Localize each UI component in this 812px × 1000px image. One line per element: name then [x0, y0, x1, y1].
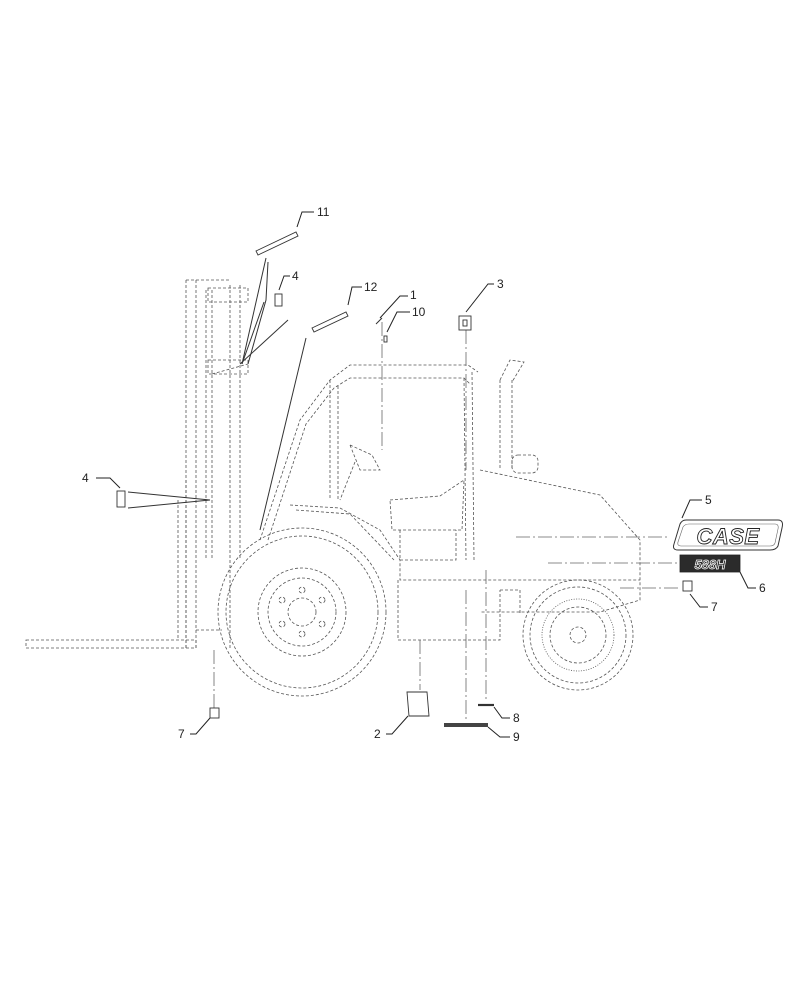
callout-7-right: 7	[711, 600, 718, 614]
decal-1	[375, 317, 383, 325]
decals: CASE 588H	[116, 231, 783, 727]
callout-2: 2	[374, 727, 381, 741]
callout-leaders	[96, 211, 756, 738]
decal-2	[406, 691, 430, 717]
decal-5-case-logo: CASE	[673, 519, 783, 551]
model-text: 588H	[694, 557, 726, 572]
decal-11-strip	[255, 231, 299, 256]
rear-wheel	[522, 579, 634, 691]
callout-4-left: 4	[82, 471, 89, 485]
mast	[185, 279, 249, 650]
callout-9: 9	[513, 730, 520, 744]
callout-11: 11	[317, 205, 330, 219]
case-logo-text: CASE	[696, 524, 760, 549]
front-wheel	[217, 527, 387, 697]
decal-7-bottom	[209, 707, 220, 719]
decal-4-upper	[274, 293, 283, 307]
exhaust	[499, 359, 539, 474]
callout-10: 10	[412, 305, 426, 319]
callout-1: 1	[410, 288, 417, 302]
decal-10	[383, 335, 388, 343]
callout-8: 8	[513, 711, 520, 725]
callout-12: 12	[364, 280, 378, 294]
callout-7-bottom: 7	[178, 727, 185, 741]
callout-4-upper: 4	[292, 269, 299, 283]
forks	[25, 480, 222, 650]
projection-lines	[127, 257, 680, 720]
forklift-illustration	[25, 279, 641, 697]
callout-numbers: 11 4 12 1 10 3 4 5 6 7 7 2 8 9	[82, 205, 766, 744]
callout-5: 5	[705, 493, 712, 507]
decal-12-strip	[311, 311, 349, 333]
decal-3	[458, 315, 472, 331]
cab	[259, 364, 479, 561]
decal-6-model: 588H	[679, 554, 741, 573]
decal-4-left	[116, 490, 126, 508]
callout-6: 6	[759, 581, 766, 595]
decal-7-right	[682, 580, 693, 592]
decal-9	[444, 723, 488, 727]
body	[289, 469, 641, 641]
callout-3: 3	[497, 277, 504, 291]
